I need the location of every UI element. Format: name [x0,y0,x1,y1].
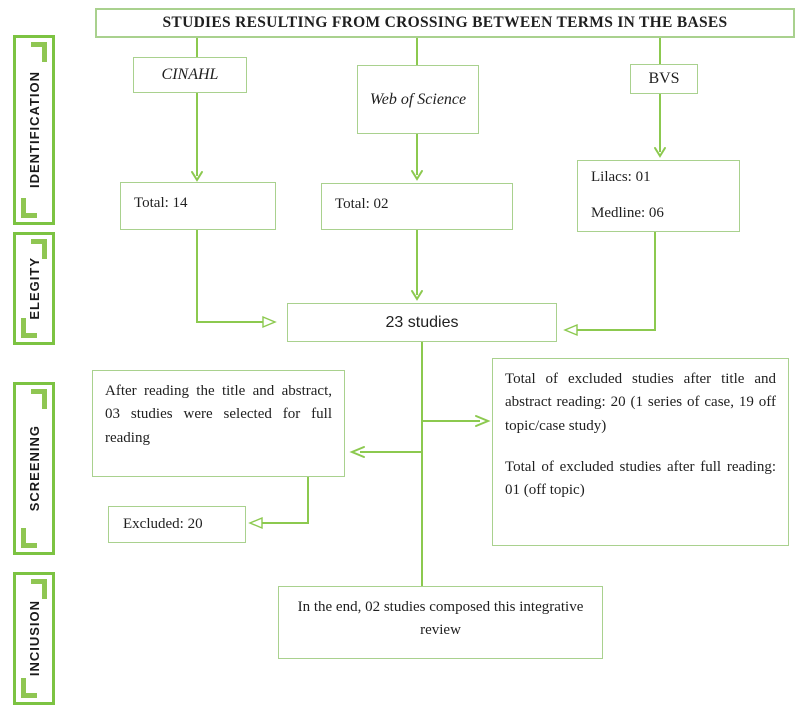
screening-excluded-detail-box: Total of excluded studies after title an… [492,358,789,546]
arrowhead-left-icon [563,323,578,337]
arrowhead-left-icon [349,446,365,458]
arrowhead-down-icon [411,170,423,181]
bvs-medline-count: Medline: 06 [591,204,664,221]
pooled-studies-box: 23 studies [287,303,557,342]
stage-label-inclusion: INCIUSION [13,572,55,705]
arrowhead-right-icon [262,315,277,329]
result-box-bvs-databases: Lilacs: 01 Medline: 06 [577,160,740,232]
arrowhead-down-icon [654,147,666,158]
stage-label-screening: SCREENING [13,382,55,555]
screening-excluded-box: Excluded: 20 [108,506,246,543]
result-box-wos-total: Total: 02 [321,183,513,230]
elbow-selected-excluded [262,477,309,524]
stage-label-elegity: ELEGITY [13,232,55,345]
diagram-title: STUDIES RESULTING FROM CROSSING BETWEEN … [95,8,795,38]
bvs-lilacs-count: Lilacs: 01 [591,169,651,185]
source-box-bvs: BVS [630,64,698,94]
stage-label-identification: IDENTIFICATION [13,35,55,225]
arrowhead-down-icon [411,290,423,301]
arrowhead-left-icon [248,516,263,530]
stage-label-text: IDENTIFICATION [26,71,42,189]
inclusion-final-box: In the end, 02 studies composed this int… [278,586,603,659]
elbow-bvs-pooled [577,232,656,331]
stage-label-text: ELEGITY [26,257,42,320]
source-box-web-of-science: Web of Science [357,65,479,134]
stage-label-text: INCIUSION [26,600,42,677]
excluded-after-title-abstract: Total of excluded studies after title an… [505,371,776,434]
arrowhead-right-icon [475,415,491,427]
source-box-cinahl: CINAHL [133,57,247,93]
result-box-cinahl-total: Total: 14 [120,182,276,230]
screening-selected-box: After reading the title and abstract, 03… [92,370,345,477]
arrowhead-down-icon [191,171,203,182]
elbow-total14-pooled [196,230,263,323]
excluded-after-full-reading: Total of excluded studies after full rea… [505,458,776,498]
stage-label-text: SCREENING [26,425,42,512]
